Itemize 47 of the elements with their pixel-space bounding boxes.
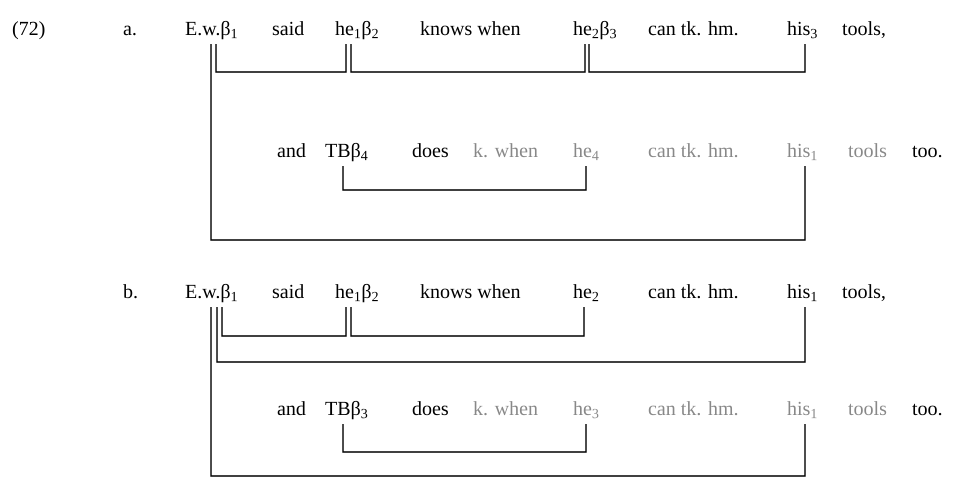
word: does <box>412 143 448 158</box>
word: said <box>272 284 304 298</box>
word: knows when <box>420 21 520 36</box>
word: can tk. hm. <box>648 21 738 36</box>
word: too. <box>912 146 942 158</box>
word: and <box>278 143 306 158</box>
binding-bracket <box>210 307 806 477</box>
word: tools <box>848 143 886 158</box>
word: knows when <box>420 284 520 298</box>
binding-bracket <box>588 44 806 73</box>
example-letter: b. <box>123 284 137 298</box>
binding-bracket <box>342 166 587 191</box>
word: E.w.β$_{1}$ <box>186 284 237 302</box>
binding-bracket <box>350 307 585 337</box>
word: his$_{3}$ <box>787 21 817 38</box>
binding-bracket <box>216 307 806 363</box>
word: tools, <box>842 21 885 38</box>
word: he$_{2}$ <box>573 284 598 302</box>
binding-bracket <box>210 44 806 241</box>
word: E.w.β$_{1}$ <box>186 20 237 40</box>
word: tools, <box>842 284 885 302</box>
word: does <box>412 401 448 416</box>
word: his$_{1}$ <box>787 401 816 418</box>
word: he$_{4}$ <box>573 143 599 160</box>
word: he$_{2}$β$_{3}$ <box>573 20 616 40</box>
word: his$_{1}$ <box>787 143 816 160</box>
word: tools <box>848 401 886 416</box>
word: and <box>278 401 306 416</box>
binding-bracket <box>221 307 347 337</box>
word: can tk. hm. <box>648 401 738 416</box>
word: he$_{1}$β$_{2}$ <box>335 284 378 302</box>
example-letter: a. <box>124 26 136 36</box>
word: his$_{1}$ <box>787 284 816 302</box>
binding-bracket <box>342 424 587 453</box>
word: he$_{1}$β$_{2}$ <box>335 20 378 40</box>
word: k. when <box>473 143 538 158</box>
word: said <box>272 21 304 36</box>
word: TBβ$_{3}$ <box>325 400 368 420</box>
word: can tk. hm. <box>648 284 738 298</box>
binding-bracket <box>350 44 586 73</box>
word: he$_{3}$ <box>573 401 598 418</box>
binding-bracket <box>215 44 347 73</box>
word: too. <box>912 404 942 416</box>
word: TBβ$_{4}$ <box>325 142 368 162</box>
example-number: (72) <box>12 21 44 40</box>
word: can tk. hm. <box>648 143 738 158</box>
word: k. when <box>473 401 538 416</box>
